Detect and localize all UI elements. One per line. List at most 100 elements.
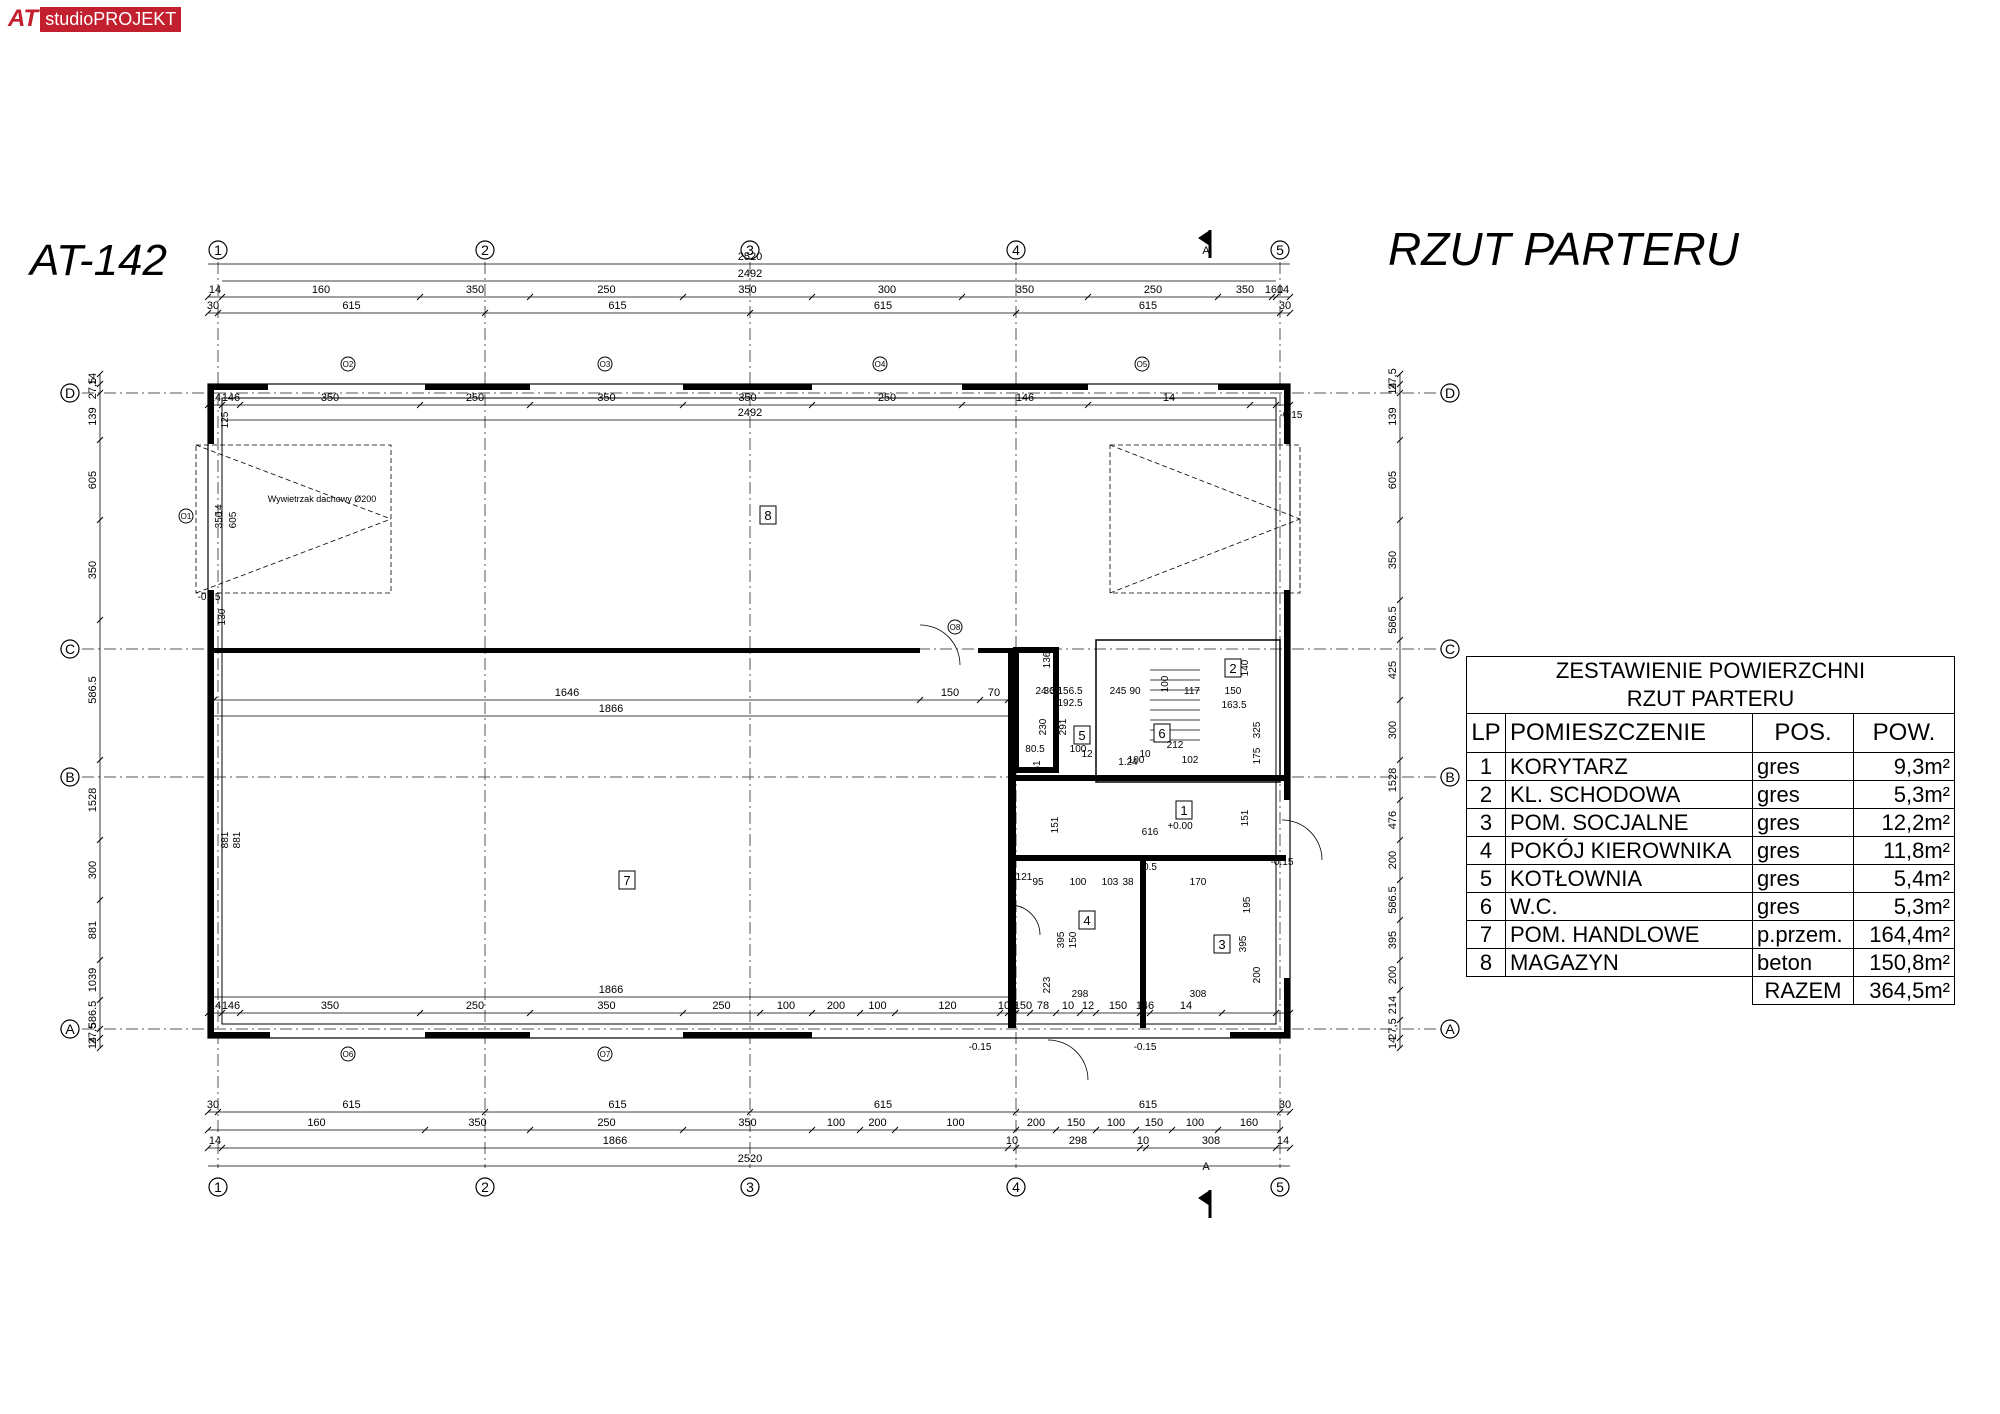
dimension-tick: [218, 1009, 226, 1017]
row-lp: 6: [1466, 892, 1506, 921]
hatch-diagonal: [1109, 444, 1301, 520]
dim-inner: 350: [738, 392, 756, 404]
dim-grid: 615: [1139, 1099, 1157, 1111]
row-room: W.C.: [1505, 892, 1753, 921]
window-tag-label: O4: [875, 360, 886, 369]
dim-misc: 308: [1190, 989, 1207, 1000]
dim-left: 586.5: [87, 1001, 99, 1029]
dimension-tick: [891, 1126, 899, 1134]
dimension-tick: [1396, 836, 1404, 844]
dim-corridor: 70: [988, 687, 1000, 699]
dim-inner: 14: [1163, 392, 1175, 404]
dim-misc: 1.24: [1118, 757, 1138, 768]
dimension-tick: [214, 1108, 222, 1116]
dim-misc: 151: [1050, 816, 1061, 833]
window-tag: [340, 1046, 356, 1062]
room-number: 5: [1078, 728, 1085, 743]
dim-left: 586.5: [87, 676, 99, 704]
axis-label: 4: [1012, 242, 1020, 258]
dim-grid: 615: [1139, 300, 1157, 312]
walls: [195, 383, 1323, 1081]
door-swing: [919, 624, 961, 666]
dimension-tick: [958, 293, 966, 301]
dim-misc: 38: [1122, 877, 1134, 888]
dimension-tick: [808, 401, 816, 409]
dim-segment: 298: [1069, 1135, 1087, 1147]
dim-misc: 0.5: [1143, 862, 1157, 873]
dimension-tick: [96, 896, 104, 904]
door-swing: [1047, 1039, 1089, 1081]
row-area: 5,4m²: [1853, 864, 1955, 893]
dim-misc: 881: [232, 831, 243, 848]
dim-misc: 245: [1110, 686, 1127, 697]
row-area: 9,3m²: [1853, 752, 1955, 781]
dim-misc: 616: [1142, 827, 1159, 838]
room-number-box: [1078, 910, 1096, 930]
corner-column: [1230, 1032, 1290, 1038]
row-pos: gres: [1752, 836, 1854, 865]
room-number: 6: [1158, 726, 1165, 741]
axis-bubble: [60, 639, 80, 659]
dim-inner: 250: [466, 1000, 484, 1012]
dim-misc: 100: [1070, 744, 1087, 755]
wall-segment: [962, 384, 1088, 390]
room-number: 2: [1229, 661, 1236, 676]
row-lp: 1: [1466, 752, 1506, 781]
dim-inner: 12: [1082, 1000, 1094, 1012]
dimension-tick: [1012, 1009, 1020, 1017]
areas-table: ZESTAWIENIE POWIERZCHNI RZUT PARTERU LP …: [1466, 656, 1955, 1005]
dim-opening: 250: [1144, 284, 1162, 296]
dim-misc: 121: [1016, 872, 1033, 883]
axis-bubble: [1270, 240, 1290, 260]
dimension-tick: [1214, 1126, 1222, 1134]
row-pos: p.przem.: [1752, 920, 1854, 949]
dim-opening: 350: [466, 284, 484, 296]
dim-misc: 24: [1035, 686, 1047, 697]
dimension-tick: [1396, 756, 1404, 764]
dimension-tick: [856, 1009, 864, 1017]
dim-grid: 615: [342, 1099, 360, 1111]
dimension-tick: [1396, 956, 1404, 964]
dimension-tick: [481, 1108, 489, 1116]
row-room: KORYTARZ: [1505, 752, 1753, 781]
row-area: 12,2m²: [1853, 808, 1955, 837]
dim-opening: 160: [1240, 1117, 1258, 1129]
dimension-tick: [421, 1126, 429, 1134]
window-tag-label: O2: [343, 360, 354, 369]
dimension-tick: [1396, 380, 1404, 388]
dim-misc: 605: [228, 511, 239, 528]
room-number-box: [1224, 658, 1242, 678]
dim-grid: 30: [207, 1099, 219, 1111]
window-tag-label: O7: [600, 1050, 611, 1059]
dimension-tick: [1286, 1009, 1294, 1017]
row-lp: 2: [1466, 780, 1506, 809]
axis-label: 4: [1012, 1179, 1020, 1195]
dimension-tick: [416, 1009, 424, 1017]
dim-segment: 308: [1202, 1135, 1220, 1147]
dimension-tick: [1052, 1009, 1060, 1017]
dimension-tick: [1146, 1009, 1154, 1017]
dimension-tick: [1286, 401, 1294, 409]
dimension-tick: [1092, 1009, 1100, 1017]
axis-bubble: [475, 240, 495, 260]
dim-misc: 291: [1058, 718, 1069, 735]
axis-bubble: [1006, 1177, 1026, 1197]
dim-misc: 175: [1252, 747, 1263, 764]
axis-label: 1: [214, 1179, 222, 1195]
dimension-tick: [976, 696, 984, 704]
dimension-tick: [1142, 1144, 1150, 1152]
dim-inner: 146: [1136, 1000, 1154, 1012]
dim-segment: 14: [1277, 1135, 1289, 1147]
dimension-tick: [416, 293, 424, 301]
dim-segment: 14: [209, 1135, 221, 1147]
row-area: 164,4m²: [1853, 920, 1955, 949]
dim-misc: 136: [1042, 651, 1053, 668]
dim-left: 14: [87, 373, 99, 385]
dimension-tick: [958, 401, 966, 409]
dimension-tick: [1168, 1126, 1176, 1134]
